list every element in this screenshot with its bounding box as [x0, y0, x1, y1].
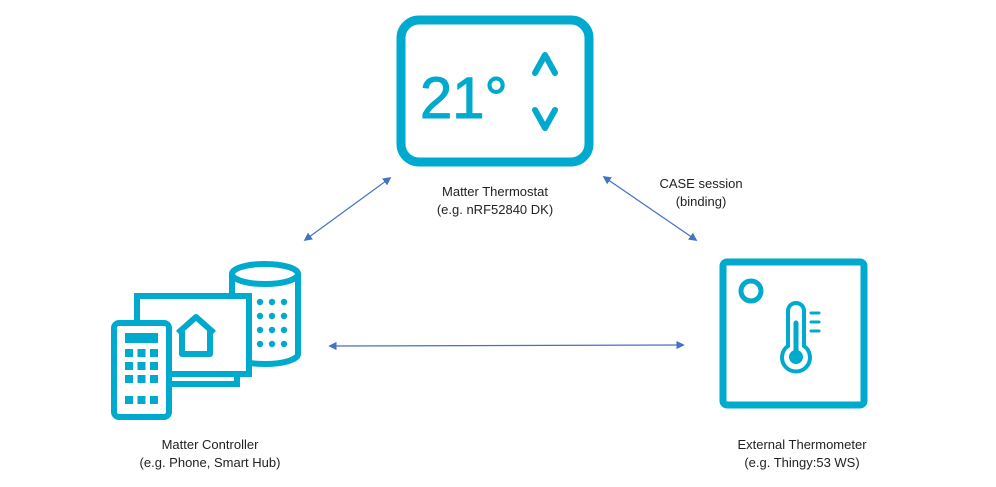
sensor-led-icon: [738, 278, 764, 304]
thermometer-sensor-icon: [719, 258, 868, 409]
chevron-up-icon: [532, 52, 558, 76]
thermostat-icon: 21°: [396, 15, 594, 167]
thermostat-temperature-display: 21°: [420, 66, 508, 131]
connector-controller-thermometer: [328, 340, 685, 351]
controller-devices-icon: [111, 261, 301, 420]
controller-subtitle: (e.g. Phone, Smart Hub): [139, 455, 281, 470]
home-icon: [176, 314, 216, 357]
thermometer-name: External Thermometer: [737, 437, 867, 452]
connector-controller-thermostat: [303, 177, 392, 241]
thermometer-icon: [780, 301, 821, 374]
thermostat-name: Matter Thermostat: [442, 184, 548, 199]
thermometer-label: External Thermometer (e.g. Thingy:53 WS): [712, 436, 892, 472]
connection-label-line1: CASE session: [659, 176, 743, 191]
thermometer-subtitle: (e.g. Thingy:53 WS): [744, 455, 860, 470]
connection-label-case-session: CASE session (binding): [640, 175, 762, 211]
controller-label: Matter Controller (e.g. Phone, Smart Hub…: [110, 436, 310, 472]
thermostat-subtitle: (e.g. nRF52840 DK): [436, 202, 554, 217]
chevron-down-icon: [532, 107, 558, 131]
sensor-housing: [719, 258, 868, 409]
thermostat-label: Matter Thermostat (e.g. nRF52840 DK): [405, 183, 585, 219]
connector-thermostat-thermometer: [602, 176, 698, 241]
controller-name: Matter Controller: [161, 437, 259, 452]
phone-icon: [111, 320, 172, 420]
connection-label-line2: (binding): [675, 194, 727, 209]
